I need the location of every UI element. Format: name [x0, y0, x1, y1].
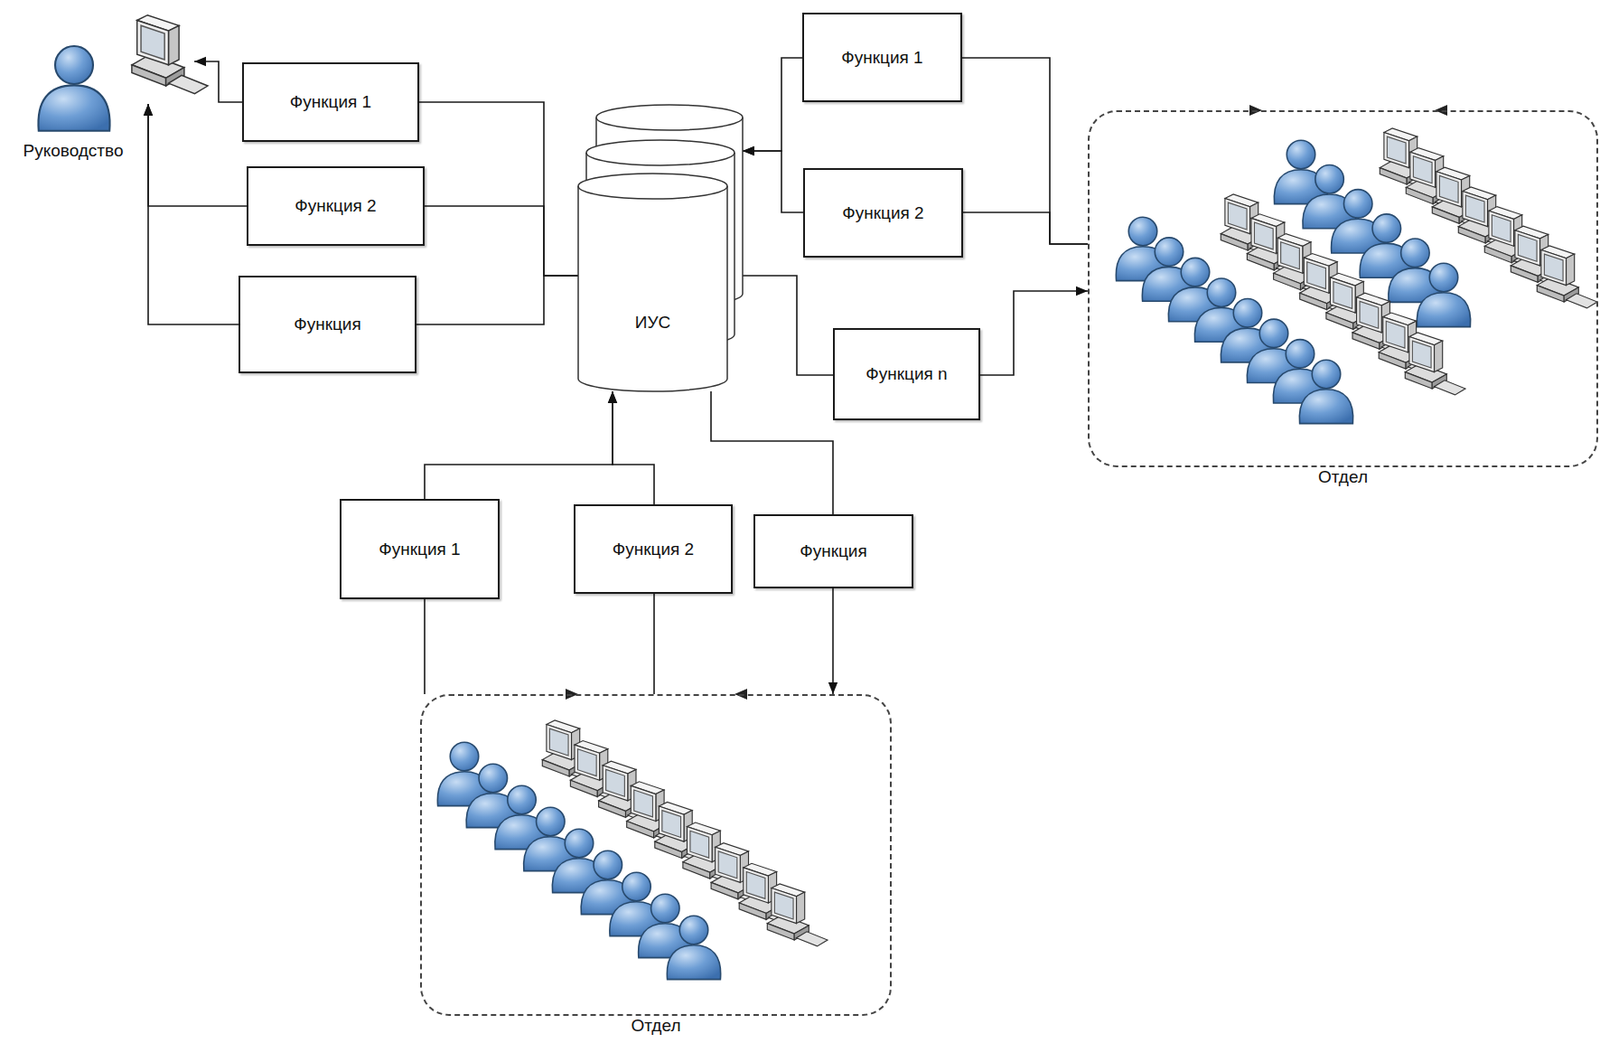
node-label: ИУС — [578, 312, 728, 333]
connector — [980, 290, 1088, 375]
function-box: Функция 1 — [802, 12, 963, 103]
function-box: Функция 2 — [246, 166, 425, 246]
function-box: Функция 2 — [573, 504, 733, 594]
department-region: Отдел — [1087, 110, 1599, 468]
connector — [194, 61, 243, 103]
node-label: Функция 1 — [378, 539, 460, 560]
computer-icon — [1536, 245, 1598, 309]
manager-icon — [37, 46, 110, 131]
computer-icon — [767, 883, 828, 946]
database-cylinder: ИУС — [578, 104, 743, 392]
connector — [963, 212, 1088, 244]
computer-icon — [131, 15, 208, 94]
connector — [424, 391, 613, 499]
connector — [653, 593, 655, 694]
function-box: Функция — [753, 514, 914, 589]
node-label: Функция — [293, 314, 362, 335]
connector — [419, 102, 579, 276]
connector — [416, 275, 579, 325]
node-label: Функция 1 — [841, 47, 923, 68]
function-box: Функция n — [832, 327, 981, 421]
person-icon — [1416, 262, 1470, 327]
connector — [423, 598, 426, 694]
person-icon — [666, 915, 721, 979]
connector — [711, 391, 833, 515]
function-box: Функция 2 — [803, 168, 964, 258]
department-region: Отдел — [420, 693, 892, 1016]
region-label: Отдел — [1089, 467, 1597, 487]
node-label: Функция n — [865, 364, 947, 384]
staff-illustration — [437, 128, 1598, 980]
function-box: Функция 1 — [242, 62, 420, 142]
connector — [742, 150, 804, 213]
connector — [832, 588, 834, 694]
connector — [148, 103, 239, 325]
connector — [612, 391, 655, 505]
node-label: Функция 1 — [290, 92, 372, 113]
node-label: Функция — [799, 541, 868, 562]
cylinder-outline — [578, 104, 743, 392]
computer-icon — [1404, 332, 1466, 395]
person-icon — [1299, 359, 1353, 423]
region-label: Отдел — [421, 1015, 890, 1036]
region-label: Руководство — [4, 140, 142, 161]
node-label: Функция 2 — [842, 203, 924, 224]
connector — [148, 103, 247, 206]
node-label: Функция 2 — [612, 539, 694, 560]
node-label: Функция 2 — [294, 196, 376, 216]
function-box: Функция — [238, 275, 417, 374]
flow-arrowheads — [565, 104, 1448, 700]
connector — [424, 205, 579, 276]
function-box: Функция 1 — [339, 498, 500, 599]
connector — [962, 57, 1088, 244]
connector — [742, 57, 803, 151]
manager-node: Руководство — [40, 13, 195, 104]
connector — [742, 275, 833, 375]
